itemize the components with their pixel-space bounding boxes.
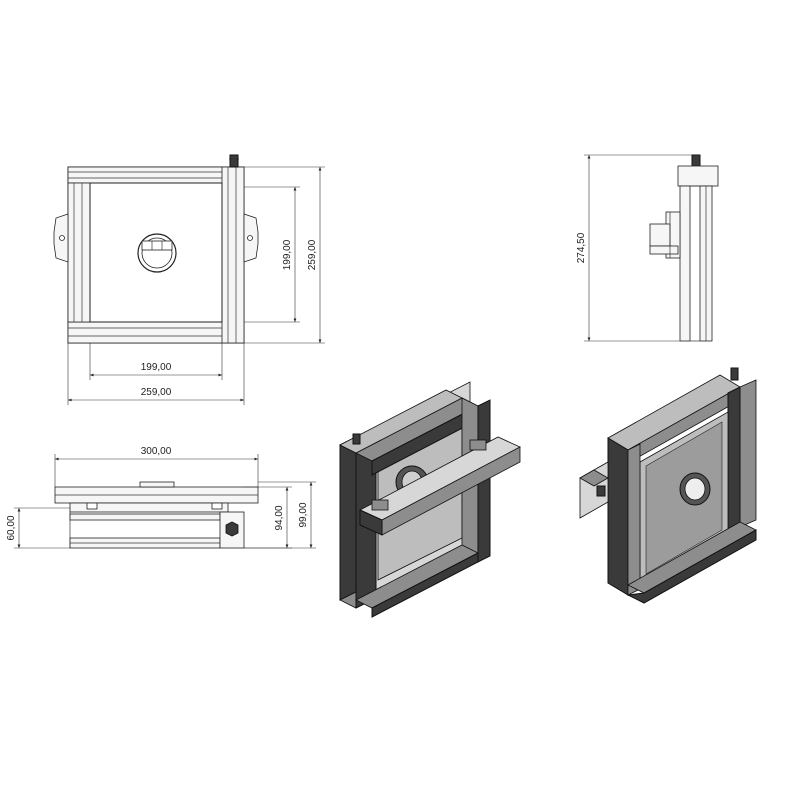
iso-front-fitting: [730, 367, 739, 381]
side-top-block: [677, 165, 719, 187]
left-profile: [67, 182, 91, 323]
dim-width-inner: 199,00: [141, 362, 172, 373]
side-top-fitting: [691, 154, 701, 167]
dim-top-depth-large: 99,00: [298, 502, 309, 527]
dim-top-depth-small: 60,00: [6, 515, 17, 540]
top-profile: [67, 166, 245, 184]
top-view: 300,00 60,00 94,00 99,00: [6, 446, 316, 549]
iso-back-fitting: [352, 433, 361, 445]
dim-top-depth-mid: 94,00: [274, 505, 285, 530]
dim-side-height: 274,50: [576, 232, 587, 263]
dim-width-outer: 259,00: [141, 387, 172, 398]
hex-nut-icon: [225, 521, 239, 537]
top-fitting: [229, 154, 239, 168]
iso-view-back: [339, 381, 521, 618]
side-bracket-arm: [649, 223, 671, 247]
bottom-profile: [67, 321, 245, 344]
dim-top-length: 300,00: [141, 446, 172, 457]
top-body-upper: [69, 502, 229, 513]
port-circle: [137, 233, 177, 273]
side-profile-left: [679, 185, 691, 342]
iso-view-front: [579, 367, 757, 604]
dim-height-outer: 259,00: [307, 239, 318, 270]
right-profile: [221, 166, 245, 344]
front-view: 199,00 259,00 199,00 259,00: [53, 154, 325, 405]
dim-height-inner: 199,00: [282, 239, 293, 270]
side-view: 274,50: [576, 154, 719, 342]
